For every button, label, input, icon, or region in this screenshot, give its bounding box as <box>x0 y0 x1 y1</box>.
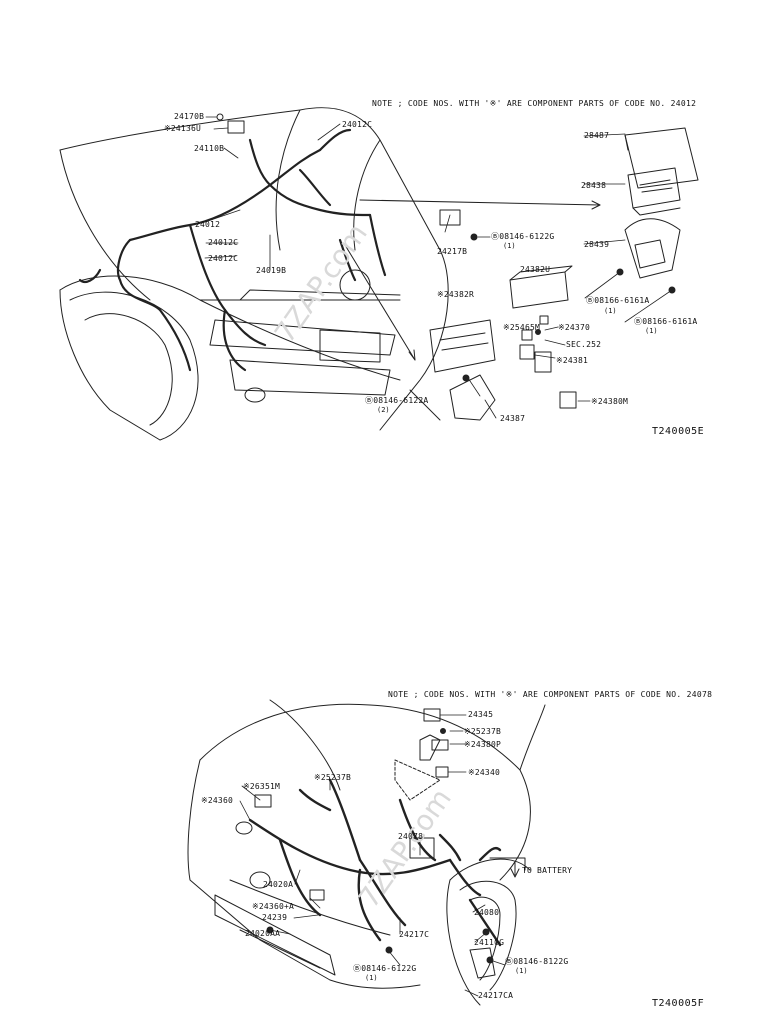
leaders-top <box>204 116 673 419</box>
callout-24387: 24387 <box>500 414 526 423</box>
callout-24080: 24080 <box>474 908 500 917</box>
callout-24170B: 24170B <box>174 112 205 121</box>
callout-24360: ※24360 <box>201 796 233 805</box>
callout-24012C-b: 24012C <box>208 254 239 263</box>
leaders-bottom <box>239 714 506 997</box>
callout-to-battery: TO BATTERY <box>522 866 573 875</box>
callout-24380P: ※24380P <box>464 740 502 749</box>
bolts-bottom <box>266 728 494 964</box>
qty-08166-6161A-b: (1) <box>645 327 658 335</box>
callout-24012: 24012 <box>195 220 221 229</box>
callout-24382U: 24382U <box>520 265 551 274</box>
callout-24382R: ※24382R <box>437 290 475 299</box>
callout-25237B-a: ※25237B <box>464 727 502 736</box>
callout-28438: 28438 <box>581 181 607 190</box>
qty-08166-6161A-a: (1) <box>604 307 617 315</box>
callout-25237B-b: ※25237B <box>314 773 352 782</box>
callout-24020A: 24020A <box>263 880 294 889</box>
callout-24380M: ※24380M <box>591 397 629 406</box>
vehicle-body-bottom <box>187 699 546 1006</box>
callout-24340: ※24340 <box>468 768 500 777</box>
callout-28487: 28487 <box>584 131 610 140</box>
callout-24020AA: 24020AA <box>245 929 281 938</box>
qty-08146-6122A: (2) <box>377 406 390 414</box>
callout-24012C-a: 24012C <box>208 238 239 247</box>
vehicle-body-top <box>59 107 449 441</box>
callout-24110B: 24110B <box>194 144 225 153</box>
callout-08166-6161A-a: Ⓑ08166-6161A <box>586 296 650 305</box>
callout-08146-8122G: Ⓑ08146-8122G <box>505 957 569 966</box>
qty-08146-6122G-bottom: (1) <box>365 974 378 982</box>
callout-24136U: ※24136U <box>164 124 202 133</box>
callout-24370: ※24370 <box>558 323 590 332</box>
callout-24217B: 24217B <box>437 247 468 256</box>
figure-id-bottom: T240005F <box>652 998 705 1009</box>
note-bottom: NOTE ; CODE NOS. WITH '※' ARE COMPONENT … <box>388 690 713 699</box>
callout-24381: ※24381 <box>556 356 588 365</box>
callout-08146-6122G-bottom: Ⓑ08146-6122G <box>353 964 417 973</box>
callout-08166-6161A-b: Ⓑ08166-6161A <box>634 317 698 326</box>
figure-id-top: T240005E <box>652 426 705 437</box>
callout-08146-6122A: Ⓑ08146-6122A <box>365 396 429 405</box>
note-top: NOTE ; CODE NOS. WITH '※' ARE COMPONENT … <box>372 99 697 108</box>
arrows-top <box>344 199 601 361</box>
callout-24345: 24345 <box>468 710 494 719</box>
callout-26351M: ※26351M <box>243 782 281 791</box>
callout-24239: 24239 <box>262 913 288 922</box>
qty-08146-8122G: (1) <box>515 967 528 975</box>
harness-top <box>78 128 387 372</box>
callout-24217CA: 24217CA <box>478 991 514 1000</box>
callout-24012C-top: 24012C <box>342 120 373 129</box>
components-bottom <box>235 708 496 979</box>
callout-24360A: ※24360+A <box>252 902 295 911</box>
components-top <box>216 113 699 421</box>
callout-25465M: ※25465M <box>503 323 541 332</box>
callout-24019B: 24019B <box>256 266 287 275</box>
callout-SEC252: SEC.252 <box>566 340 602 349</box>
callout-28439: 28439 <box>584 240 610 249</box>
bolts-top <box>462 233 676 382</box>
callout-24217C: 24217C <box>399 930 430 939</box>
harness-bottom <box>248 778 502 947</box>
callout-08146-6122G: Ⓑ08146-6122G <box>491 232 555 241</box>
callout-24110G: 24110G <box>474 938 505 947</box>
callout-24078: 24078 <box>398 832 424 841</box>
qty-08146-6122G: (1) <box>503 242 516 250</box>
